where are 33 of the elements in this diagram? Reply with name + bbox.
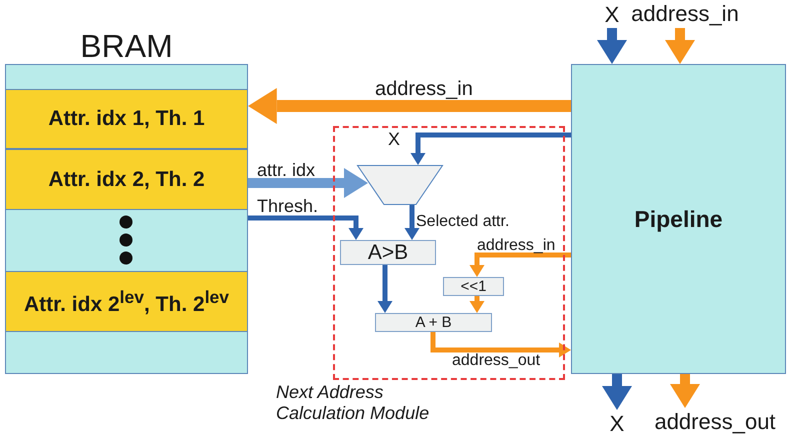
operator-box: A + B	[375, 313, 492, 332]
arrow	[410, 132, 571, 165]
edge-label: Thresh.	[257, 196, 318, 216]
arrow	[665, 28, 695, 64]
module-caption: Next Address Calculation Module	[276, 382, 430, 424]
edge-label: address_in	[375, 78, 473, 100]
arrow	[404, 205, 420, 240]
arrow	[248, 88, 571, 124]
operator-box: <<1	[443, 277, 504, 296]
edge-label: address_out	[452, 352, 540, 370]
edge-label: attr. idx	[257, 160, 316, 180]
signal-name: X	[597, 2, 627, 28]
signal-name: X	[602, 410, 632, 438]
signal-name: address_in	[630, 0, 740, 28]
arrow	[602, 374, 632, 410]
edge-label: X	[388, 129, 400, 149]
arrow	[670, 374, 700, 408]
block-title: BRAM	[79, 28, 174, 64]
arrow	[248, 168, 368, 198]
arrow	[378, 265, 392, 313]
pipeline-block: Pipeline	[571, 64, 786, 374]
arrow	[470, 296, 484, 313]
edge-label: Selected attr.	[416, 213, 510, 231]
operator-box: A>B	[340, 240, 436, 265]
memory-row: Attr. idx 2, Th. 2	[5, 149, 248, 210]
signal-name: address_out	[640, 408, 790, 436]
edge-label: address_in	[477, 237, 556, 255]
memory-row: Attr. idx 2$^{lev}$, Th. 2$^{lev}$	[5, 271, 248, 332]
arrow	[597, 28, 627, 64]
arrow	[430, 332, 571, 358]
arrow	[248, 216, 364, 240]
arrow	[470, 252, 571, 277]
memory-row: Attr. idx 1, Th. 1	[5, 89, 248, 149]
